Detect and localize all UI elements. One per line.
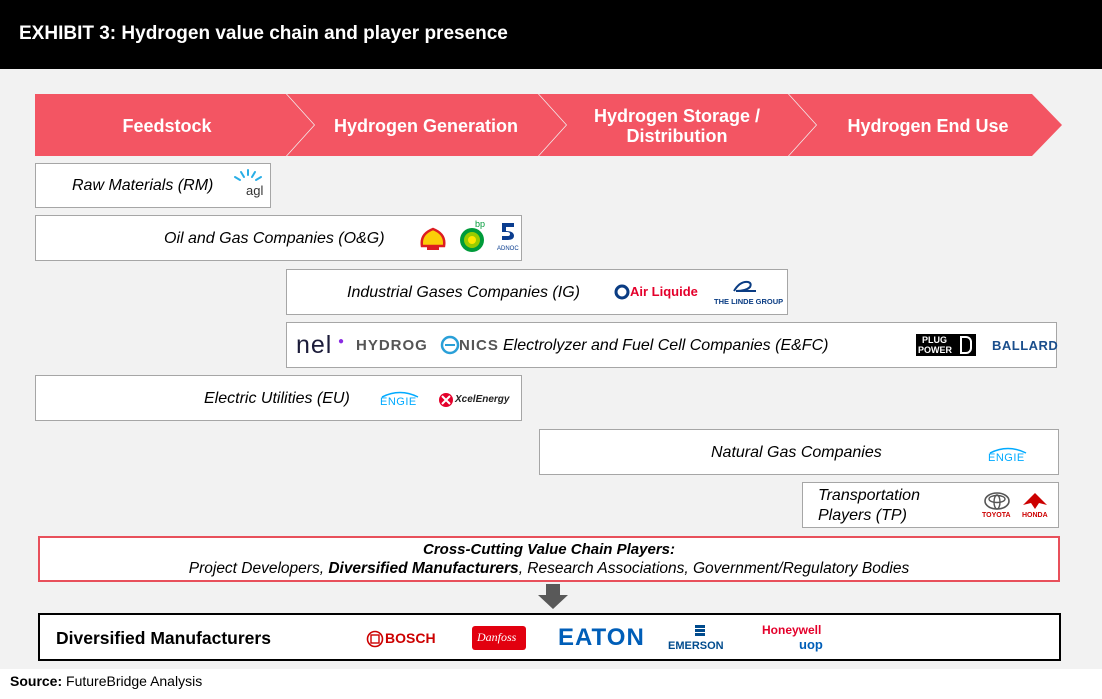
box-industrial-gases: Industrial Gases Companies (IG) Air Liqu… bbox=[286, 269, 788, 315]
box-raw-materials: Raw Materials (RM) agl bbox=[35, 163, 271, 208]
engie-logo: ENGIE bbox=[380, 396, 417, 408]
label-transportation-line2: Players (TP) bbox=[818, 507, 907, 524]
cross-cutting-heading: Cross-Cutting Value Chain Players: bbox=[423, 541, 675, 558]
box-electrolyzer-fuel-cell: nel ● HYDROG NICS Electrolyzer and Fuel … bbox=[286, 322, 1059, 368]
linde-logo: THE LINDE GROUP bbox=[714, 297, 784, 306]
bp-icon bbox=[460, 228, 484, 252]
plug-power-icon bbox=[960, 336, 972, 354]
cross-cutting-part-2: Diversified Manufacturers bbox=[328, 560, 519, 577]
honeywell-logo: Honeywell bbox=[762, 623, 822, 637]
cross-cutting-box: Cross-Cutting Value Chain Players: Proje… bbox=[38, 536, 1060, 582]
cross-cutting-part-3: , Research Associations, Government/Regu… bbox=[518, 560, 910, 577]
stage-hydrogen-end-use: Hydrogen End Use bbox=[847, 116, 1008, 136]
label-industrial-gases: Industrial Gases Companies (IG) bbox=[347, 284, 580, 301]
label-transportation-line1: Transportation bbox=[818, 487, 920, 504]
down-arrow-icon bbox=[538, 584, 568, 609]
engie-logo: ENGIE bbox=[988, 452, 1025, 464]
xcel-icon bbox=[439, 393, 453, 407]
stage-hydrogen-storage-line1: Hydrogen Storage / bbox=[594, 106, 760, 126]
source-note: Source: FutureBridge Analysis bbox=[10, 673, 202, 689]
label-electrolyzer-fuel-cell: Electrolyzer and Fuel Cell Companies (E&… bbox=[503, 337, 829, 354]
box-natural-gas: Natural Gas Companies ENGIE bbox=[539, 429, 1059, 475]
engie-arc-icon bbox=[989, 447, 1027, 454]
uop-logo: UOP bbox=[799, 637, 823, 652]
bosch-logo: BOSCH bbox=[385, 630, 436, 646]
nel-logo: nel bbox=[296, 331, 333, 359]
emerson-icon bbox=[695, 625, 705, 636]
stage-feedstock: Feedstock bbox=[122, 116, 212, 136]
engie-arc-icon bbox=[381, 391, 419, 398]
chevron-hydrogen-end-use bbox=[789, 94, 1062, 156]
hydrogenics-logo-part2: NICS bbox=[459, 337, 499, 354]
box-electric-utilities: Electric Utilities (EU) ENGIE XcelEnergy bbox=[35, 375, 522, 421]
cross-cutting-list: Project Developers, Diversified Manufact… bbox=[40, 560, 1058, 578]
bp-text: bp bbox=[475, 219, 486, 229]
toyota-icon bbox=[984, 492, 1010, 510]
agl-logo: agl bbox=[246, 183, 264, 198]
toyota-logo: TOYOTA bbox=[982, 512, 1011, 519]
chevron-feedstock bbox=[35, 94, 314, 156]
plug-power-logo: PLUG POWER bbox=[916, 334, 976, 356]
adnoc-icon bbox=[502, 223, 514, 240]
diversified-manufacturers-label: Diversified Manufacturers bbox=[56, 628, 271, 648]
agl-logo-mark bbox=[234, 169, 262, 181]
value-chain-chevrons: Feedstock Hydrogen Generation Hydrogen S… bbox=[35, 94, 1062, 156]
box-oil-gas: Oil and Gas Companies (O&G) bp ADNOC bbox=[35, 215, 522, 261]
hydrogenics-e-icon bbox=[440, 335, 460, 355]
danfoss-logo: Danfoss bbox=[472, 626, 526, 650]
shell-icon bbox=[420, 227, 446, 250]
box-transportation: Transportation Players (TP) TOYOTA HONDA bbox=[802, 482, 1059, 528]
honda-icon bbox=[1023, 493, 1047, 509]
honda-logo: HONDA bbox=[1022, 512, 1048, 519]
chevron-hydrogen-storage bbox=[539, 94, 816, 156]
exhibit-title: EXHIBIT 3: Hydrogen value chain and play… bbox=[19, 23, 508, 44]
label-electric-utilities: Electric Utilities (EU) bbox=[204, 390, 350, 407]
linde-icon bbox=[733, 280, 756, 292]
source-text: FutureBridge Analysis bbox=[62, 673, 203, 689]
label-raw-materials: Raw Materials (RM) bbox=[72, 177, 214, 194]
air-liquide-icon bbox=[614, 284, 630, 300]
xcel-energy-logo: XcelEnergy bbox=[455, 394, 510, 405]
stage-hydrogen-generation: Hydrogen Generation bbox=[334, 116, 518, 136]
label-oil-gas: Oil and Gas Companies (O&G) bbox=[164, 230, 385, 247]
eaton-logo: EATON bbox=[558, 624, 645, 651]
bosch-icon bbox=[366, 630, 384, 648]
cross-cutting-part-1: Project Developers, bbox=[188, 560, 329, 577]
adnoc-logo: ADNOC bbox=[497, 246, 519, 252]
nel-dot-icon: ● bbox=[338, 336, 345, 347]
label-natural-gas: Natural Gas Companies bbox=[711, 444, 882, 461]
emerson-logo: EMERSON bbox=[668, 640, 724, 652]
diversified-manufacturers-box: Diversified Manufacturers BOSCH Danfoss … bbox=[38, 613, 1061, 661]
hydrogenics-logo-part1: HYDROG bbox=[356, 337, 428, 354]
source-label: Source: bbox=[10, 673, 63, 689]
stage-hydrogen-storage-line2: Distribution bbox=[627, 126, 728, 146]
chevron-hydrogen-generation bbox=[287, 94, 566, 156]
header-bar: EXHIBIT 3: Hydrogen value chain and play… bbox=[0, 0, 1102, 69]
ballard-logo: BALLARD bbox=[992, 338, 1059, 353]
air-liquide-logo: Air Liquide bbox=[630, 284, 698, 299]
